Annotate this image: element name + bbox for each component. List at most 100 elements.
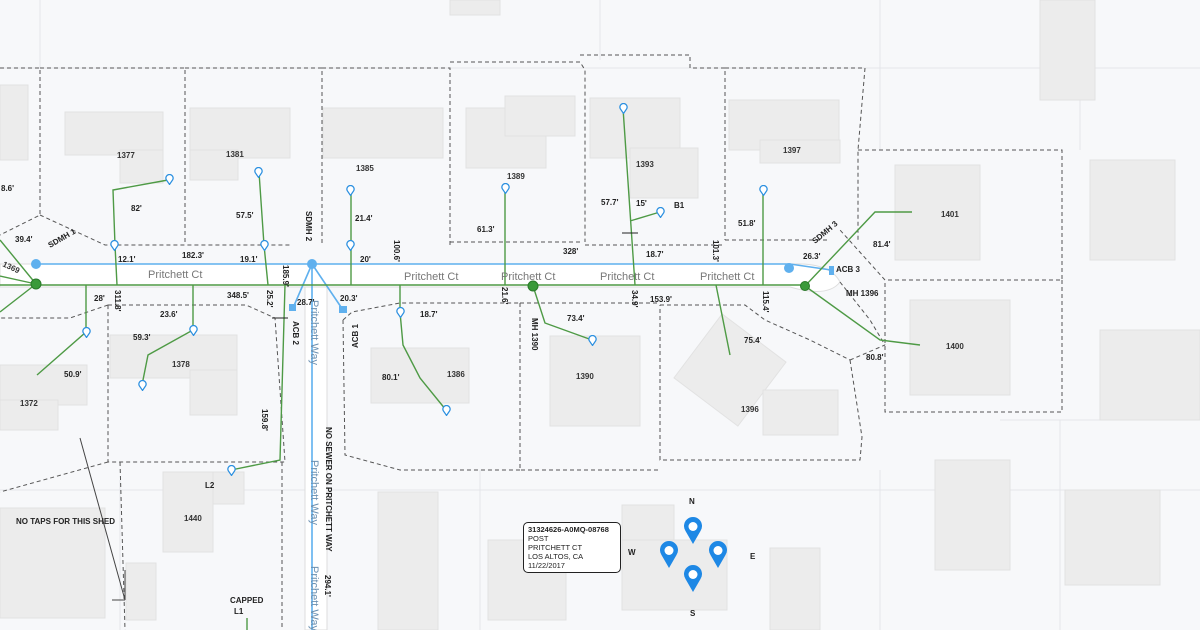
measurement-label: 20' [360, 255, 371, 264]
cleanout-pin-icon[interactable] [759, 185, 768, 196]
lot-number: 1378 [172, 360, 190, 369]
measurement-label: 18.7' [646, 250, 664, 259]
manhole-node [527, 280, 539, 292]
measurement-label: 75.4' [744, 336, 762, 345]
measurement-label: 153.9' [650, 295, 672, 304]
measurement-label: 39.4' [15, 235, 33, 244]
measurement-label: 73.4' [567, 314, 585, 323]
street-label: Pritchett Ct [700, 271, 754, 283]
measurement-label: 51.8' [738, 219, 756, 228]
map-note: NO SEWER ON PRITCHETT WAY [324, 427, 333, 552]
street-label: Pritchett Way [308, 300, 320, 365]
measurement-label: 8.6' [1, 184, 14, 193]
svg-text:S: S [690, 609, 696, 618]
lot-number: 1396 [741, 405, 759, 414]
measurement-label: 19.1' [240, 255, 258, 264]
lot-number: 1389 [507, 172, 525, 181]
measurement-label: 80.1' [382, 373, 400, 382]
svg-text:N: N [689, 497, 695, 506]
measurement-label: 12.1' [118, 255, 136, 264]
street-label: Pritchett Ct [501, 271, 555, 283]
structure-label: ACB 2 [291, 321, 300, 346]
measurement-label: 18.7' [420, 310, 438, 319]
measurement-label: 34.9' [630, 290, 639, 308]
street-label: Pritchett Ct [600, 271, 654, 283]
cleanout-pin-icon[interactable] [189, 325, 198, 336]
measurement-label: 311.8' [113, 290, 122, 312]
compass: N S E W [628, 497, 756, 618]
measurement-label: 50.9' [64, 370, 82, 379]
lot-number: 1381 [226, 150, 244, 159]
structure-label: L2 [205, 481, 215, 490]
measurement-label: 100.6' [392, 240, 401, 262]
info-box: 31324626-A0MQ-08768 POST PRITCHETT CT LO… [523, 522, 621, 573]
measurement-label: 28' [94, 294, 105, 303]
measurement-label: 15' [636, 199, 647, 208]
cleanout-pin-icon[interactable] [254, 167, 263, 178]
storm-manhole-node [307, 259, 317, 269]
lot-number: 1397 [783, 146, 801, 155]
lot-number: 1386 [447, 370, 465, 379]
catch-basin-icon [289, 304, 296, 311]
lot-number: 1393 [636, 160, 654, 169]
measurement-label: 294.1' [323, 575, 332, 597]
storm-manhole-node [31, 259, 41, 269]
note-leader-line [79, 437, 126, 601]
info-city: LOS ALTOS, CA [528, 552, 584, 561]
info-type: POST [528, 534, 549, 543]
lot-number: 1377 [117, 151, 135, 160]
measurement-label: 159.8' [260, 409, 269, 431]
structure-label: ACB 3 [836, 265, 861, 274]
structure-label: ACB 1 [351, 323, 360, 348]
structure-label: B1 [674, 201, 685, 210]
lot-number: 1401 [941, 210, 959, 219]
measurement-label: 25.2' [265, 290, 274, 308]
svg-text:W: W [628, 548, 636, 557]
measurement-label: 20.3' [340, 294, 358, 303]
info-id: 31324626-A0MQ-08768 [528, 525, 609, 534]
structure-label: L1 [234, 607, 244, 616]
cleanout-pin-icon[interactable] [260, 240, 269, 251]
info-date: 11/22/2017 [528, 561, 565, 570]
structure-label: MH 1390 [530, 318, 539, 351]
measurement-label: 182.3' [182, 251, 204, 260]
measurement-label: 57.5' [236, 211, 254, 220]
cleanout-pin-icon[interactable] [346, 240, 355, 251]
street-label: Pritchett Way [308, 566, 320, 630]
cleanout-pin-icon[interactable] [138, 380, 147, 391]
manhole-node [30, 278, 42, 290]
parcel-boundaries [0, 54, 1063, 630]
lot-number: 1440 [184, 514, 202, 523]
cleanout-pin-icon[interactable] [442, 405, 451, 416]
measurement-label: 115.4' [761, 291, 770, 313]
cleanout-pin-icon[interactable] [165, 174, 174, 185]
measurement-label: 59.3' [133, 333, 151, 342]
measurement-label: 101.3' [711, 240, 720, 262]
measurement-label: 81.4' [873, 240, 891, 249]
measurement-label: 80.8' [866, 353, 884, 362]
measurement-label: 28.7' [297, 298, 315, 307]
street-label: Pritchett Ct [148, 269, 202, 281]
structure-label: SDMH 2 [304, 211, 313, 242]
measurement-label: 328' [563, 247, 578, 256]
cleanout-pin-icon[interactable] [110, 240, 119, 251]
cleanout-pin-icon[interactable] [656, 207, 665, 218]
cleanout-pin-icon[interactable] [396, 307, 405, 318]
measurement-label: 82' [131, 204, 142, 213]
lot-number: 1385 [356, 164, 374, 173]
structure-label: CAPPED [230, 596, 264, 605]
svg-text:E: E [750, 552, 756, 561]
measurement-label: 57.7' [601, 198, 619, 207]
catch-basin-icon [339, 306, 347, 313]
cleanout-pin-icon[interactable] [82, 327, 91, 338]
measurement-label: 61.3' [477, 225, 495, 234]
measurement-label: 185.9' [281, 265, 290, 287]
street-label: Pritchett Way [308, 460, 320, 525]
cleanout-pin-icon[interactable] [501, 183, 510, 194]
cleanout-pin-icon[interactable] [346, 185, 355, 196]
manhole-node [800, 281, 810, 291]
catch-basin-icon [829, 266, 834, 275]
